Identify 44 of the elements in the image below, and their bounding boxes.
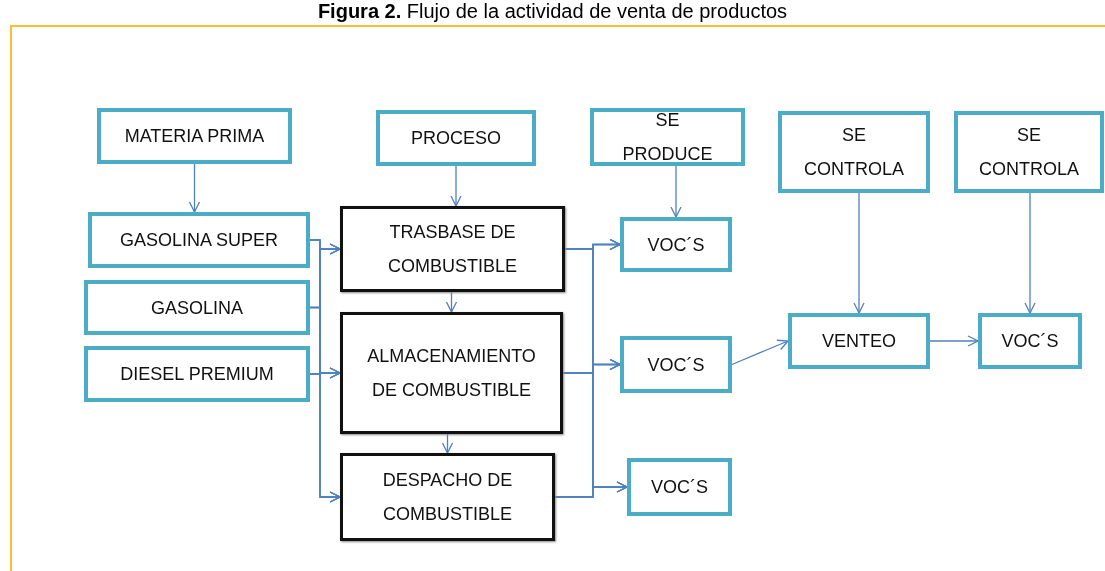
box xyxy=(84,346,310,402)
node-label: VOC´S xyxy=(646,353,706,377)
box xyxy=(954,111,1104,193)
node-label: DESPACHO DE COMBUSTIBLE xyxy=(381,469,514,526)
box xyxy=(978,313,1082,369)
arrow xyxy=(929,335,979,347)
node-label: TRASBASE DE COMBUSTIBLE xyxy=(387,221,518,278)
arrow xyxy=(450,165,462,207)
process-box xyxy=(340,453,555,541)
arrow xyxy=(445,291,458,313)
node-label: VENTEO xyxy=(821,330,897,353)
node-label: ALMACENAMIENTO DE COMBUSTIBLE xyxy=(366,345,537,402)
box xyxy=(620,217,732,272)
box xyxy=(97,108,292,164)
arrow xyxy=(554,481,628,498)
arrow xyxy=(441,433,454,454)
figure-title: Figura 2. Flujo de la actividad de venta de productos xyxy=(316,0,789,22)
process-box xyxy=(340,312,563,434)
arrow xyxy=(853,192,865,314)
box xyxy=(627,458,732,516)
box xyxy=(620,336,732,393)
box xyxy=(590,108,745,166)
box xyxy=(788,313,930,369)
node-label: SE PRODUCE xyxy=(621,109,714,166)
arrow xyxy=(1024,192,1036,314)
arrow xyxy=(670,165,682,218)
node-label: SE CONTROLA xyxy=(978,124,1080,181)
box xyxy=(88,212,310,268)
node-label: DIESEL PREMIUM xyxy=(119,363,275,386)
box xyxy=(376,110,536,166)
arrow xyxy=(731,339,789,366)
node-label: MATERIA PRIMA xyxy=(123,125,266,148)
node-label: GASOLINA xyxy=(150,296,244,320)
node-label: PROCESO xyxy=(410,127,502,150)
box xyxy=(778,111,930,193)
node-label: VOC´S xyxy=(1000,330,1060,353)
box xyxy=(84,280,310,335)
node-label: SE CONTROLA xyxy=(803,124,905,181)
arrow xyxy=(309,373,341,503)
arrow xyxy=(188,163,201,213)
process-box xyxy=(340,206,565,292)
node-label: VOC´S xyxy=(646,233,706,257)
node-label: VOC´S xyxy=(650,476,709,499)
node-label: GASOLINA SUPER xyxy=(118,229,280,252)
